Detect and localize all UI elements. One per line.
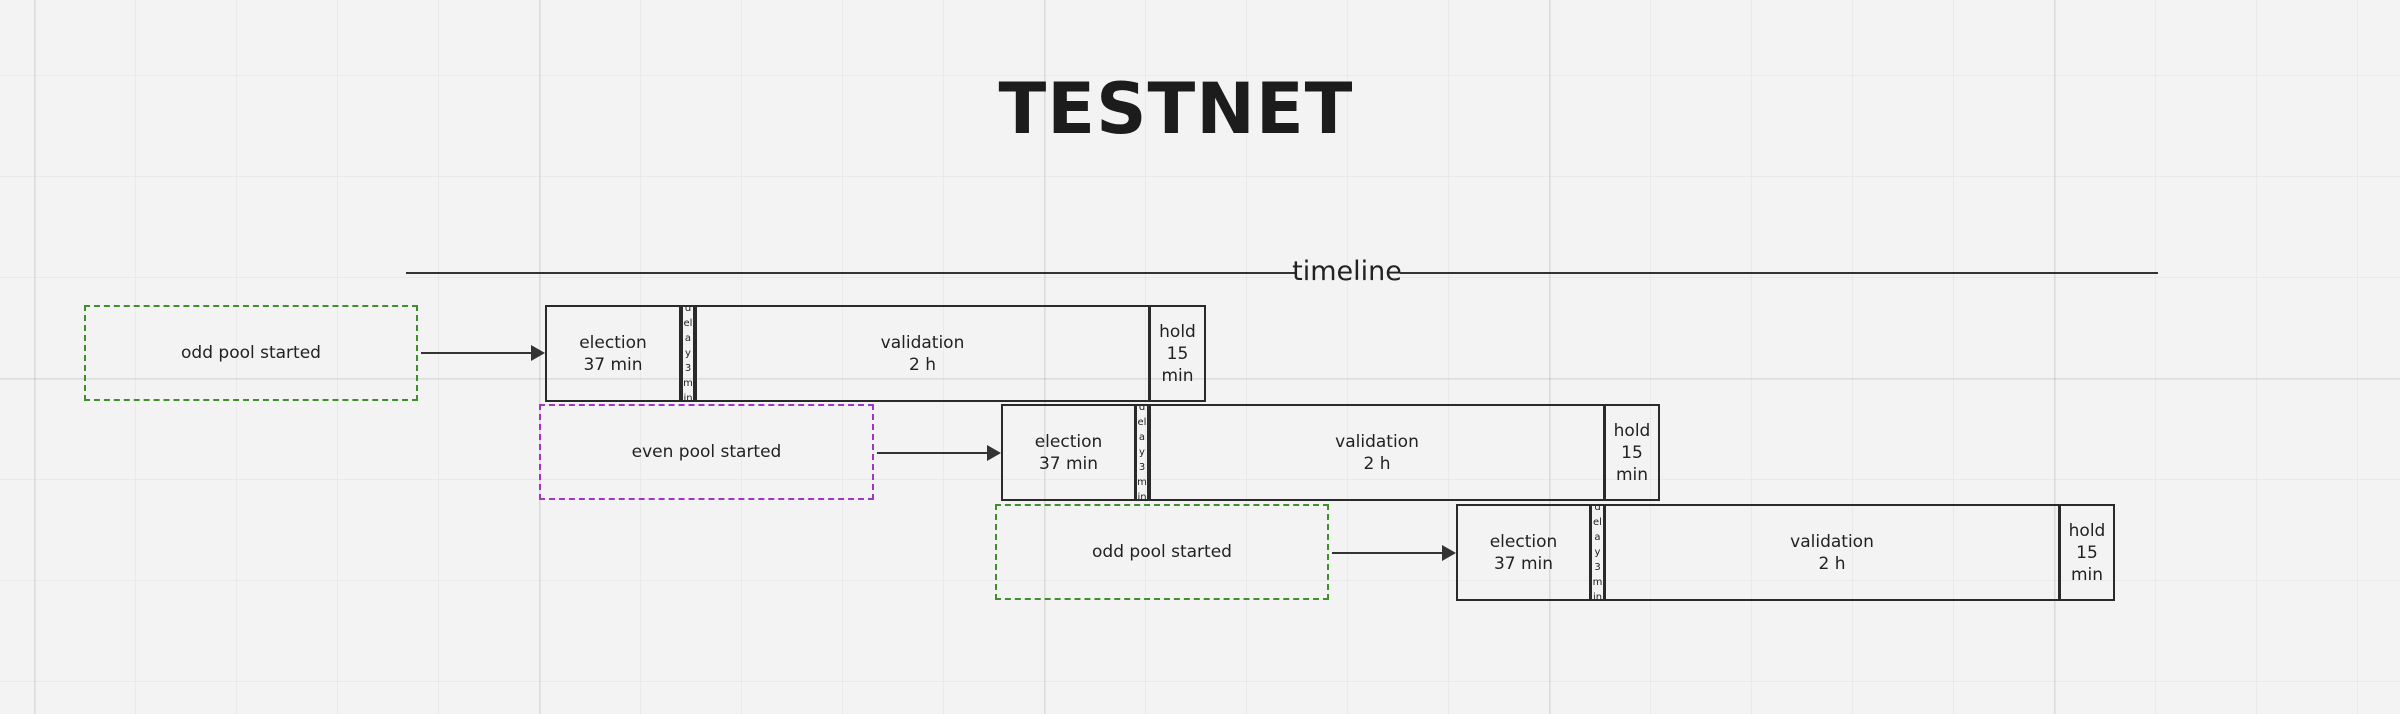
election-box[interactable]: election 37 min xyxy=(1001,404,1136,501)
delay-box[interactable]: delay3min xyxy=(1590,504,1605,601)
delay-box[interactable]: delay3min xyxy=(681,305,695,402)
arrow-connector xyxy=(421,345,545,361)
election-box[interactable]: election 37 min xyxy=(1456,504,1591,601)
timeline-line-left xyxy=(406,272,1296,274)
election-box[interactable]: election 37 min xyxy=(545,305,681,402)
hold-box[interactable]: hold 15 min xyxy=(2059,504,2115,601)
timeline-label: timeline xyxy=(1292,256,1402,287)
delay-box[interactable]: delay3min xyxy=(1135,404,1149,501)
arrow-connector xyxy=(1332,545,1456,561)
even-pool-started-box[interactable]: even pool started xyxy=(539,404,874,500)
odd-pool-started-box[interactable]: odd pool started xyxy=(995,504,1329,600)
odd-pool-started-box[interactable]: odd pool started xyxy=(84,305,418,401)
page-title: TESTNET xyxy=(998,68,1354,150)
hold-box[interactable]: hold 15 min xyxy=(1149,305,1206,402)
validation-box[interactable]: validation 2 h xyxy=(1604,504,2060,601)
hold-box[interactable]: hold 15 min xyxy=(1604,404,1660,501)
timeline-line-right xyxy=(1400,272,2158,274)
validation-box[interactable]: validation 2 h xyxy=(1149,404,1605,501)
validation-box[interactable]: validation 2 h xyxy=(695,305,1150,402)
arrow-connector xyxy=(877,445,1001,461)
